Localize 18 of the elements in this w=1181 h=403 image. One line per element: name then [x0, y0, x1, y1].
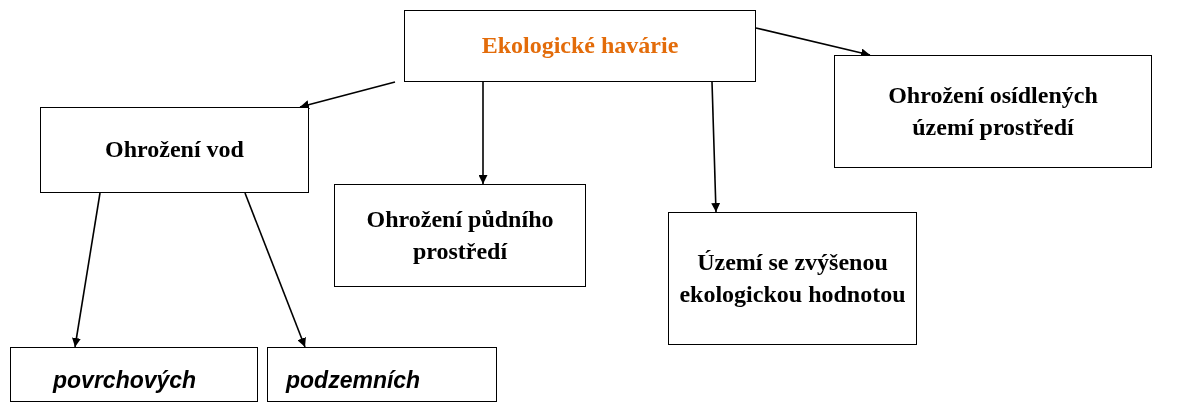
text-box	[334, 184, 586, 287]
text-box	[267, 347, 497, 402]
node-label: Ohrožení půdního prostředí	[365, 205, 555, 266]
node-label: Ohrožení vod	[105, 135, 244, 165]
text-box	[40, 107, 309, 193]
text-box	[404, 10, 756, 82]
arrow	[478, 81, 488, 185]
text-box	[668, 212, 917, 345]
text-box	[10, 347, 258, 402]
node-label: Ekologické havárie	[481, 31, 679, 61]
arrow	[72, 192, 101, 348]
arrow	[244, 192, 306, 348]
text-box	[834, 55, 1152, 168]
node-label: podzemních	[286, 366, 421, 395]
arrow	[711, 81, 721, 213]
node-label: Ohrožení osídlených území prostředí	[887, 81, 1099, 142]
node-label: Území se zvýšenou ekologickou hodnotou	[678, 248, 907, 309]
node-label: povrchových	[53, 366, 197, 395]
